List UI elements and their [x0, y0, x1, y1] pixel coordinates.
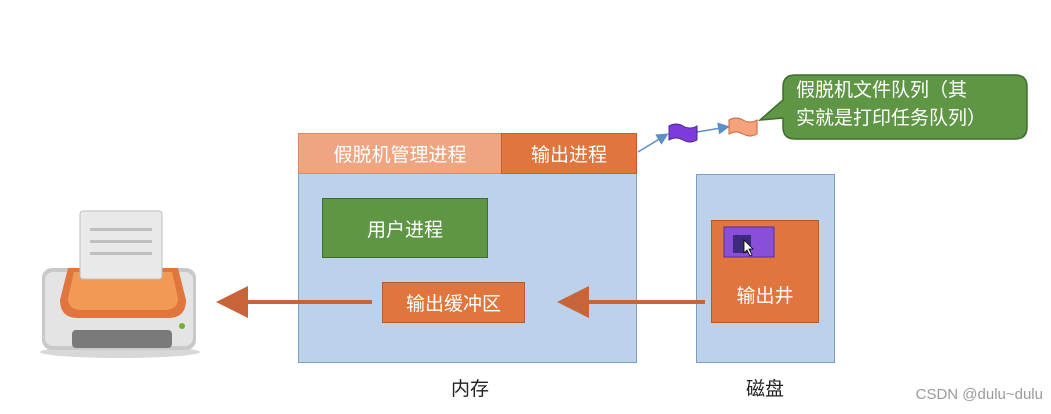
callout-line-1: 假脱机文件队列（其 [796, 79, 968, 101]
user-process: 用户进程 [322, 198, 488, 258]
disk-label: 磁盘 [745, 378, 784, 400]
cursor-icon [743, 239, 754, 257]
memory-label: 内存 [450, 378, 489, 400]
watermark: CSDN @dulu~dulu [915, 386, 1043, 403]
callout-line-2: 实就是打印任务队列） [796, 107, 987, 129]
file-icon [668, 123, 698, 143]
output-buffer: 输出缓冲区 [382, 282, 525, 323]
output-process: 输出进程 [501, 133, 637, 174]
arrow-output-to-queue [637, 133, 669, 153]
arrow-queue-link [696, 122, 730, 135]
callout-bubble [757, 74, 1028, 140]
file-icon [728, 117, 758, 137]
spooling-management-process: 假脱机管理进程 [298, 133, 502, 174]
callout-text: 假脱机文件队列（其 实就是打印任务队列） [786, 76, 1026, 132]
